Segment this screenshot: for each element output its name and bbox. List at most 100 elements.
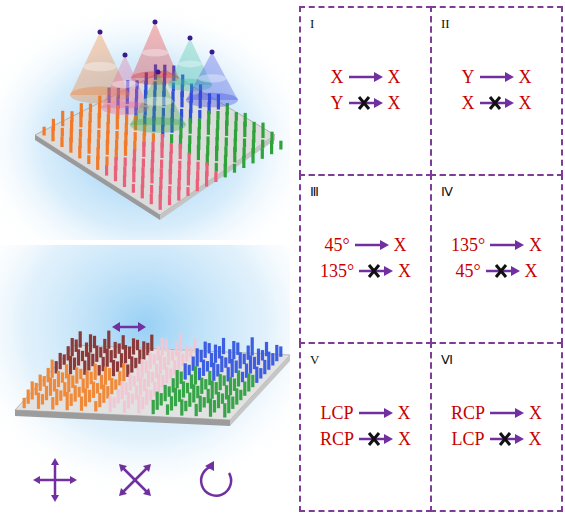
nanopillar xyxy=(27,390,30,404)
nanopillar xyxy=(59,390,62,400)
nanopillar xyxy=(106,139,109,154)
input-polarization: 45° xyxy=(455,259,480,283)
focal-point xyxy=(98,30,103,35)
cone-section xyxy=(143,97,174,106)
nanopillar xyxy=(235,388,238,404)
nanopillar xyxy=(96,383,99,393)
nanopillar xyxy=(96,156,99,170)
nanopillar xyxy=(86,370,89,388)
nanopillar xyxy=(98,113,101,128)
nanopillar xyxy=(61,111,64,126)
nanopillar xyxy=(257,349,260,365)
nanopillar xyxy=(221,393,224,403)
output-polarization: X xyxy=(398,427,411,451)
nanopillar xyxy=(142,159,145,168)
panel-number: I xyxy=(310,16,314,32)
nanopillar xyxy=(99,347,102,357)
input-polarization: Y xyxy=(331,91,344,115)
output-polarization: X xyxy=(394,233,407,257)
focal-point xyxy=(153,20,158,25)
nanopillar xyxy=(174,388,177,406)
nanopillar xyxy=(182,381,185,397)
nanopillar xyxy=(261,350,264,360)
conversion-row: RCPX xyxy=(301,426,430,452)
nanopillar xyxy=(70,394,73,406)
nanopillar xyxy=(196,162,199,171)
nanopillar xyxy=(271,353,274,365)
nanopillar xyxy=(109,396,112,412)
nanopillar xyxy=(79,129,82,138)
light-cone xyxy=(101,55,149,108)
conversion-arrow xyxy=(489,237,525,253)
nanopillar xyxy=(104,367,107,385)
nanopillar xyxy=(79,331,82,347)
substrate-plate xyxy=(35,70,275,215)
case-panel: Ⅲ45°X135°X xyxy=(299,174,432,344)
input-polarization: X xyxy=(331,65,344,89)
nanopillar xyxy=(150,335,153,351)
nanopillar xyxy=(187,170,190,185)
nanopillar xyxy=(196,348,199,366)
nanopillar xyxy=(150,194,153,205)
nanopillar xyxy=(186,383,189,393)
arrow-head xyxy=(384,408,393,418)
focal-point xyxy=(188,36,193,41)
nanopillar xyxy=(279,346,282,356)
nanopillar xyxy=(198,110,201,119)
nanopillar xyxy=(75,367,78,383)
arrow-head xyxy=(505,98,514,108)
nanopillar xyxy=(156,392,159,410)
nanopillar xyxy=(185,345,188,361)
nanopillar xyxy=(169,368,172,378)
nanopillar xyxy=(149,353,152,369)
nanopillar xyxy=(110,378,113,394)
cross-mark xyxy=(496,265,506,277)
nanopillar xyxy=(233,147,236,162)
nanopillar xyxy=(223,375,226,385)
circular-polarization-symbol xyxy=(201,461,231,496)
nanopillar xyxy=(157,374,160,392)
nanopillar xyxy=(233,164,236,173)
glow-background xyxy=(0,245,290,515)
nanopillar xyxy=(213,400,216,412)
nanopillar xyxy=(59,353,62,369)
nanopillar xyxy=(131,394,134,404)
output-polarization: X xyxy=(398,401,411,425)
nanopillar xyxy=(188,135,191,144)
arrow-head xyxy=(374,98,383,108)
nanopillar xyxy=(51,397,54,409)
nanopillar xyxy=(127,392,130,408)
conversion-row: 135°X xyxy=(301,258,430,284)
case-panel: ⅥRCPXLCPX xyxy=(430,342,563,512)
conversion-row: RCPX xyxy=(432,400,561,426)
blocked-arrow xyxy=(358,431,394,447)
light-cone xyxy=(130,72,186,125)
nanopillar xyxy=(224,357,227,367)
nanopillar xyxy=(79,112,82,127)
nanopillar xyxy=(200,378,203,394)
nanopillar xyxy=(88,390,91,402)
substrate-edge xyxy=(35,135,160,220)
nanopillar xyxy=(94,401,97,411)
nanopillar xyxy=(184,401,187,411)
focal-cones xyxy=(70,20,238,133)
nanopillar xyxy=(167,349,170,365)
nanopillar xyxy=(151,372,154,382)
nanopillar xyxy=(107,331,110,349)
nanopillar xyxy=(243,139,246,148)
nanopillar xyxy=(161,338,164,356)
nanopillar xyxy=(132,338,135,354)
arrow-head xyxy=(384,266,393,276)
arrow-head xyxy=(505,72,514,82)
focal-point xyxy=(156,70,161,75)
nanopillar xyxy=(142,142,145,157)
nanopillar xyxy=(136,340,139,350)
nanopillar xyxy=(222,338,225,354)
cone-section xyxy=(112,80,138,88)
cross-mark xyxy=(369,265,379,277)
nanopillar xyxy=(49,378,52,396)
nanopillar xyxy=(251,148,254,163)
nanopillar xyxy=(243,122,246,137)
arrow-head xyxy=(380,240,389,250)
nanopillar xyxy=(106,349,109,367)
